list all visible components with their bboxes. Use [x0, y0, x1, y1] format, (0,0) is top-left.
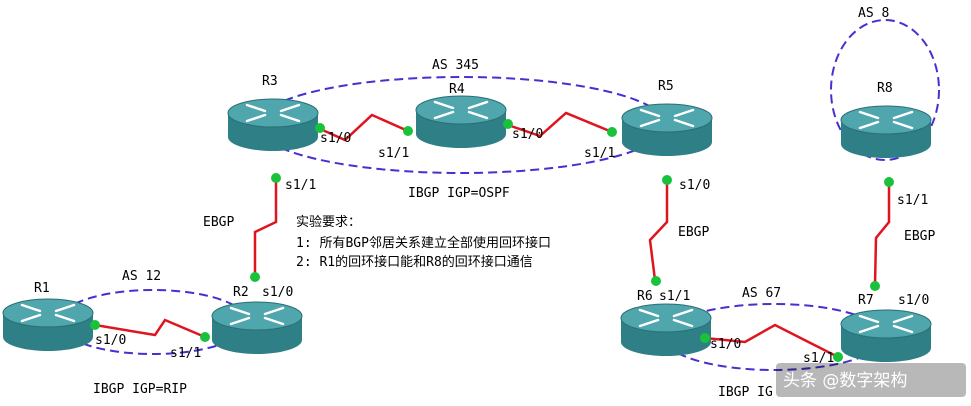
interface-label: s1/0 [512, 127, 543, 142]
router-label: R4 [449, 82, 465, 97]
interface-label: s1/0 [679, 178, 710, 193]
interface-label: s1/0 [95, 333, 126, 348]
router-label: R2 [233, 285, 249, 300]
port-dots [90, 119, 894, 362]
as-label: AS 345 [432, 58, 479, 73]
router-r6[interactable] [619, 302, 713, 358]
link-r1-r2 [94, 318, 206, 339]
interface-label: s1/1 [659, 289, 690, 304]
router-r5[interactable] [620, 102, 714, 158]
as8-boundary [830, 19, 940, 161]
router-label: R1 [34, 281, 50, 296]
router-r3[interactable] [226, 97, 320, 153]
router-r8[interactable] [839, 104, 933, 160]
port-dot [250, 272, 260, 282]
port-dot [503, 119, 513, 129]
link-r2-r3 [253, 180, 278, 276]
link-r5-r6 [648, 182, 669, 281]
router-r7[interactable] [839, 308, 933, 364]
link-label: EBGP [203, 215, 234, 230]
link-r4-r5 [507, 111, 613, 138]
router-label: R7 [858, 293, 874, 308]
watermark-text: 头条 @数字架构 [783, 371, 907, 391]
interface-label: s1/0 [710, 337, 741, 352]
router-label: R6 [637, 289, 653, 304]
port-dot [870, 281, 880, 291]
igp-label: IBGP IGP=OSPF [408, 186, 510, 201]
as-label: AS 12 [122, 269, 161, 284]
link-r7-r8 [873, 182, 891, 286]
interface-label: s1/1 [285, 178, 316, 193]
igp-label: IBGP IG [718, 385, 773, 400]
interface-label: s1/1 [584, 146, 615, 161]
port-dot [884, 177, 894, 187]
igp-label: IBGP IGP=RIP [93, 382, 187, 397]
requirements-note: 实验要求： 1: 所有BGP邻居关系建立全部使用回环接口 2: R1的回环接口能… [296, 214, 551, 270]
requirements-title: 实验要求： [296, 214, 361, 230]
router-label: R3 [262, 74, 278, 89]
link-r6-r7 [704, 323, 839, 359]
port-dot [271, 173, 281, 183]
router-r1[interactable] [1, 297, 95, 353]
port-dot [315, 123, 325, 133]
link-label: EBGP [904, 229, 935, 244]
port-dot [662, 175, 672, 185]
requirements-item: 1: 所有BGP邻居关系建立全部使用回环接口 [296, 235, 551, 251]
interface-label: s1/1 [803, 351, 834, 366]
requirements-item: 2: R1的回环接口能和R8的回环接口通信 [296, 254, 533, 270]
as-label: AS 67 [742, 286, 781, 301]
link-label: EBGP [678, 225, 709, 240]
watermark: 头条 @数字架构 [776, 363, 966, 397]
link-r3-r4 [317, 113, 409, 142]
router-label: R5 [658, 79, 674, 94]
interface-label: s1/1 [170, 346, 201, 361]
interface-label: s1/1 [378, 146, 409, 161]
port-dot [651, 276, 661, 286]
port-dot [607, 127, 617, 137]
port-dot [200, 332, 210, 342]
router-r2[interactable] [210, 300, 304, 356]
as-label: AS 8 [858, 6, 889, 21]
interface-label: s1/0 [262, 285, 293, 300]
router-r4[interactable] [414, 94, 508, 150]
port-dot [90, 320, 100, 330]
interface-label: s1/0 [320, 131, 351, 146]
router-label: R8 [877, 81, 893, 96]
port-dot [403, 126, 413, 136]
port-dot [700, 333, 710, 343]
serial-links [94, 111, 891, 359]
interface-label: s1/0 [898, 293, 929, 308]
interface-label: s1/1 [897, 193, 928, 208]
port-dot [833, 352, 843, 362]
